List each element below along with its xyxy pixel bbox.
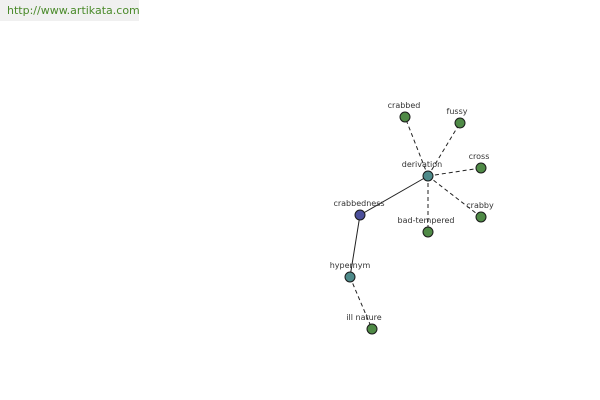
node-circle-bad-tempered[interactable] — [422, 226, 434, 238]
site-url-link[interactable]: http://www.artikata.com — [7, 4, 140, 17]
node-circle-fussy[interactable] — [454, 117, 466, 129]
edge-derivation-fussy — [427, 122, 461, 177]
edge-derivation-crabby — [427, 175, 482, 218]
node-circle-crabbed[interactable] — [399, 111, 411, 123]
edge-crabbedness-derivation — [359, 175, 429, 216]
node-label-bad-tempered: bad-tempered — [398, 216, 455, 225]
node-circle-crabby[interactable] — [475, 211, 487, 223]
node-ill-nature[interactable]: ill nature — [346, 313, 382, 335]
node-bad-tempered[interactable]: bad-tempered — [398, 216, 455, 238]
node-fussy[interactable]: fussy — [447, 107, 468, 129]
node-crabbedness[interactable]: crabbedness — [333, 199, 385, 221]
node-crabby[interactable]: crabby — [466, 201, 494, 223]
node-crabbed[interactable]: crabbed — [388, 101, 421, 123]
edge-derivation-crabbed — [404, 116, 429, 177]
node-hypernym[interactable]: hypernym — [330, 261, 371, 283]
node-circle-derivation[interactable] — [422, 170, 434, 182]
node-circle-crabbedness[interactable] — [354, 209, 366, 221]
edge-crabbedness-hypernym — [349, 214, 361, 278]
node-label-crabbed: crabbed — [388, 101, 421, 110]
node-circle-hypernym[interactable] — [344, 271, 356, 283]
edge-derivation-cross — [427, 167, 482, 177]
node-cross[interactable]: cross — [469, 152, 490, 174]
node-circle-ill-nature[interactable] — [366, 323, 378, 335]
edge-hypernym-ill-nature — [349, 276, 373, 330]
node-label-fussy: fussy — [447, 107, 468, 116]
node-label-derivation: derivation — [402, 160, 442, 169]
url-banner: http://www.artikata.com — [0, 0, 140, 21]
node-label-ill-nature: ill nature — [346, 313, 382, 322]
node-label-hypernym: hypernym — [330, 261, 371, 270]
node-derivation[interactable]: derivation — [402, 160, 442, 182]
node-label-crabby: crabby — [466, 201, 494, 210]
node-label-crabbedness: crabbedness — [333, 199, 384, 208]
nodes-layer: crabbedness derivation hypernym crabbed fuss… — [330, 101, 494, 335]
node-circle-cross[interactable] — [475, 162, 487, 174]
edges-layer — [349, 116, 482, 330]
node-label-cross: cross — [469, 152, 490, 161]
